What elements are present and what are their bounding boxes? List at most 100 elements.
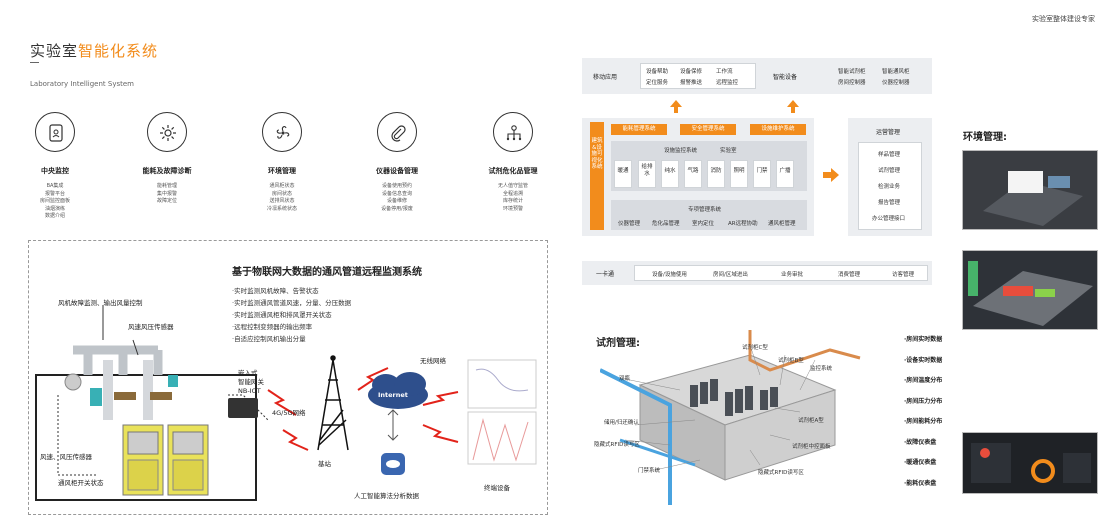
gateway-line: 智能网关 bbox=[238, 378, 264, 386]
feature-item: BA集成 bbox=[46, 183, 64, 189]
feature-reagent: 试剂危化品管理 无人值守监管 全程追溯 库存统计 环境预警 bbox=[458, 112, 568, 213]
feature-item: 报警平台 bbox=[44, 190, 65, 197]
feature-items: 通风柜状态 房间状态 送排风状态 冷凛系统状态 bbox=[227, 183, 337, 213]
feature-item: 数据介绍 bbox=[44, 213, 65, 219]
feature-name: 环境管理 bbox=[268, 167, 296, 175]
special-item: 仪器管理 bbox=[618, 221, 641, 227]
damper bbox=[114, 392, 136, 400]
monitor-point: ·实时监测通风管道风速，分量、分压数据 bbox=[232, 299, 352, 307]
facility-monitor-room: 实验室 bbox=[720, 148, 737, 154]
special-title: 专项管理系统 bbox=[688, 207, 722, 213]
signal-line bbox=[57, 394, 269, 476]
smart-item: 智能试剂柜 bbox=[838, 69, 866, 75]
gateway-label: 嵌入式 智能网关 NB-IOT bbox=[238, 369, 264, 396]
feature-item: 设备信息查询 bbox=[381, 190, 412, 197]
arrow-stem bbox=[674, 107, 678, 113]
hood-label: 通风柜开关状态 bbox=[58, 479, 104, 487]
signal-bolt bbox=[422, 391, 459, 406]
env-title: 环境管理: bbox=[963, 132, 1007, 143]
monitor-point: ·远程控制变频器的输出频率 bbox=[232, 323, 313, 331]
tagline: 实验室整体建设专家 bbox=[1032, 15, 1095, 23]
reagent-callout: 储用/归还确认 bbox=[604, 420, 639, 426]
feature-item: 环境预警 bbox=[502, 205, 523, 212]
smart-label: 智能设备 bbox=[773, 74, 798, 81]
facility-monitor-title: 设施监控系统 bbox=[664, 148, 698, 154]
maintenance-bar: 设施维护系统 bbox=[750, 124, 806, 135]
special-item: AR远程协助 bbox=[728, 221, 758, 227]
feature-name: 仪器设备管理 bbox=[376, 167, 418, 175]
mobile-item: 报警推送 bbox=[680, 80, 703, 86]
mobile-item: 定位服务 bbox=[646, 80, 669, 86]
side-label: 建筑&设施可视化系统 bbox=[591, 138, 603, 170]
reagent-callout: 双瓶 bbox=[619, 376, 631, 382]
monitor-section bbox=[28, 240, 548, 515]
reagent-callout: 隐藏式RFID读写区 bbox=[758, 470, 804, 476]
fan-unit bbox=[64, 373, 82, 391]
feature-items: 能耗管理 集中报警 故障定位 bbox=[112, 183, 222, 206]
fan-label: 风机故障监测、输出风量控制 bbox=[58, 299, 143, 307]
ops-item: 报告管理 bbox=[878, 200, 901, 206]
mobile-item: 设备帮助 bbox=[646, 69, 669, 75]
terminal-label: 终端设备 bbox=[484, 484, 510, 492]
double-arrow bbox=[387, 409, 399, 441]
card-item: 访客管理 bbox=[892, 272, 915, 278]
gateway-device bbox=[228, 398, 258, 418]
ops-item: 办公管理接口 bbox=[872, 216, 906, 222]
env-screenshot bbox=[962, 150, 1098, 230]
mobile-item: 远程监控 bbox=[716, 80, 739, 86]
facility-cell: 广播 bbox=[776, 160, 794, 188]
fan-icon bbox=[262, 112, 302, 152]
chart-screen bbox=[467, 411, 537, 465]
feature-instrument: 仪器设备管理 设备使用预约 设备信息查询 设备维修 设备停用/报废 bbox=[342, 112, 452, 213]
signal-bolt bbox=[422, 424, 459, 443]
feature-item: 能耗管理 bbox=[156, 183, 177, 189]
monitor-point: ·实时监测风机故障、告警状态 bbox=[232, 287, 319, 295]
gear-icon bbox=[147, 112, 187, 152]
arrow-up-icon bbox=[670, 100, 682, 107]
wireless-label: 无线网络 bbox=[420, 357, 446, 365]
reagent-title: 试剂管理: bbox=[596, 338, 640, 349]
title-highlight: 智能化系统 bbox=[78, 42, 159, 60]
env-screenshot bbox=[962, 432, 1098, 494]
gateway-line: NB-IOT bbox=[238, 387, 261, 395]
page-title: 实验室智能化系统 bbox=[30, 40, 158, 61]
sensor2-label: 风速、风压传感器 bbox=[40, 453, 92, 461]
mobile-item: 工作流 bbox=[716, 69, 733, 75]
page-subtitle: Laboratory Intelligent System bbox=[30, 80, 135, 88]
ops-item: 样品管理 bbox=[878, 152, 901, 158]
id-card-icon bbox=[35, 112, 75, 152]
arrow-right-icon bbox=[823, 168, 839, 182]
feature-item: 库存统计 bbox=[502, 198, 523, 204]
paperclip-icon bbox=[377, 112, 417, 152]
title-divider bbox=[30, 62, 39, 63]
feature-item: 设备维修 bbox=[386, 198, 407, 204]
feature-environment: 环境管理 通风柜状态 房间状态 送排风状态 冷凛系统状态 bbox=[227, 112, 337, 213]
feature-name: 中央监控 bbox=[41, 167, 69, 175]
feature-item: 房间监控面板 bbox=[39, 198, 70, 204]
feature-item: 设备使用预约 bbox=[381, 183, 412, 189]
feature-item: 冷凛系统状态 bbox=[266, 205, 297, 212]
feature-item: 集中报警 bbox=[156, 190, 177, 197]
card-label: 一卡通 bbox=[596, 271, 615, 278]
network-icon bbox=[493, 112, 533, 152]
feature-energy: 能耗及故障诊断 能耗管理 集中报警 故障定位 bbox=[112, 112, 222, 206]
facility-cell: 纯水 bbox=[661, 160, 679, 188]
mobile-items bbox=[640, 63, 756, 89]
env-list-item: ·设备实时数据 bbox=[904, 356, 943, 364]
title-plain: 实验室 bbox=[30, 42, 79, 60]
card-items bbox=[634, 265, 928, 281]
feature-item: 通风柜状态 bbox=[269, 183, 295, 189]
tower-icon bbox=[317, 355, 349, 451]
smart-item: 智能通风柜 bbox=[882, 69, 910, 75]
reagent-callout: 试剂柜中控面板 bbox=[792, 444, 831, 450]
ops-list bbox=[858, 142, 922, 230]
base-label: 基站 bbox=[318, 460, 331, 468]
reagent-callout: 试剂柜B型 bbox=[778, 358, 804, 364]
monitor-point: ·自适应控制风机输出分量 bbox=[232, 335, 306, 343]
fume-hood bbox=[122, 424, 164, 496]
special-item: 室内定位 bbox=[692, 221, 715, 227]
monitor-point: ·实时监测通风柜和排风罩开关状态 bbox=[232, 311, 332, 319]
facility-cell: 门禁 bbox=[753, 160, 771, 188]
card-item: 设备/设施使用 bbox=[652, 272, 687, 278]
reagent-callout: 隐藏式RFID读写区 bbox=[594, 442, 640, 448]
